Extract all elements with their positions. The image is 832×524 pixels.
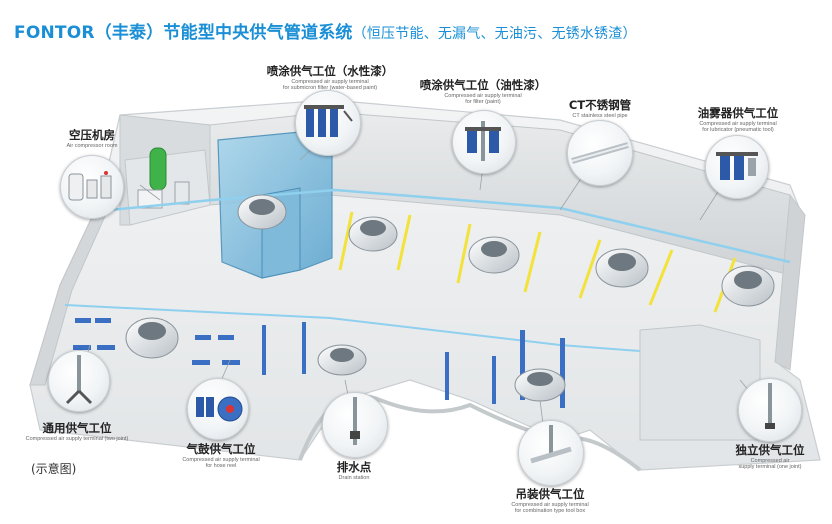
hose-reel-icon [196,396,243,422]
caption-lubricator: 油雾器供气工位 Compressed air supply terminal f… [676,105,800,134]
car-bay-1 [348,216,398,252]
caption-spray-oil: 喷涂供气工位（油性漆） Compressed air supply termin… [408,77,558,106]
car-front-1 [125,317,179,359]
caption-en: Compressed air supply terminal [182,457,260,463]
combination-toolbox-icon [530,425,572,464]
caption-compressor-room: 空压机房 Air compressor room [42,127,142,149]
caption-cn: 排水点 [336,460,372,474]
dryer-unit [174,181,190,205]
caption-ct-pipe: CT不锈钢管 CT stainless steel pipe [555,97,645,119]
caption-en: CT stainless steel pipe [572,113,628,119]
caption-en: supply terminal (one joint) [738,464,802,471]
caption-en: Compressed air supply terminal [291,79,369,85]
one-joint-terminal-icon [765,383,775,429]
caption-cn: 通用供气工位 [42,421,112,435]
hose-reel-bubble [187,378,249,440]
caption-cn: CT不锈钢管 [568,98,632,112]
caption-en: Drain station [338,475,370,481]
ct-pipe-bubble [567,120,633,186]
caption-en: for filter (paint) [465,99,501,106]
title-main: FONTOR（丰泰）节能型中央供气管道系统 [14,23,353,43]
caption-en: Compressed air supply terminal (two join… [25,436,129,442]
caption-en: Air compressor room [66,143,118,149]
two-joint-terminal-icon [65,355,93,405]
caption-cn: 喷涂供气工位（水性漆） [266,64,394,78]
car-bay-3 [595,248,649,288]
car-bay-4 [721,265,775,307]
caption-en: for combination type tool box [514,508,586,515]
page-title: FONTOR（丰泰）节能型中央供气管道系统（恒压节能、无漏气、无油污、无锈水锈渣… [14,18,637,43]
front-lifts [73,318,565,408]
air-tank [149,147,167,191]
caption-hose-reel: 气鼓供气工位 Compressed air supply terminal fo… [166,441,276,470]
caption-spray-water: 喷涂供气工位（水性漆） Compressed air supply termin… [255,63,405,92]
independent-bubble [738,378,802,442]
caption-en: Compressed air supply terminal [511,502,589,508]
caption-en: Compressed air supply terminal [699,121,777,127]
caption-en: for lubricator (pneumatic tool) [702,127,774,134]
drain-valve-icon [350,397,360,445]
car-booth [237,194,287,230]
car-front-lift [514,368,566,402]
caption-cn: 独立供气工位 [735,443,805,457]
caption-cn: 气鼓供气工位 [186,442,256,456]
caption-en: Compressed air supply terminal [444,93,522,99]
general-bubble [48,350,110,412]
schematic-note: (示意图) [31,462,77,476]
caption-en: for hose reel [205,463,237,470]
right-wall [774,193,806,371]
title-sub: （恒压节能、无漏气、无油污、无锈水锈渣） [352,26,637,42]
compressor-unit [137,189,163,209]
caption-cn: 油雾器供气工位 [697,106,779,120]
caption-cn: 吊装供气工位 [515,487,585,501]
caption-cn: 喷涂供气工位（油性漆） [419,78,547,92]
submicron-filter-icon [304,105,353,137]
caption-en: Compressed air [750,458,790,464]
spray-oil-bubble [452,110,516,174]
caption-general: 通用供气工位 Compressed air supply terminal (t… [12,420,142,442]
lubricator-icon [716,152,758,180]
steel-pipe-icon [571,142,629,164]
caption-independent: 独立供气工位 Compressed air supply terminal (o… [718,442,822,471]
car-front-2 [317,344,367,376]
car-bay-2 [468,236,520,274]
spray-water-bubble [295,90,361,156]
caption-en: for submicron filter (water-based paint) [282,85,378,92]
compressor-icon [68,171,112,201]
compressor-room-bubble [60,155,124,219]
filter-icon [465,121,501,161]
caption-drain: 排水点 Drain station [314,459,394,481]
drain-bubble [322,392,388,458]
hoist-bubble [518,420,584,486]
caption-hoist: 吊装供气工位 Compressed air supply terminal fo… [488,486,612,515]
lubricator-bubble [705,135,769,199]
caption-cn: 空压机房 [69,128,115,142]
pipeline-main [109,188,791,264]
